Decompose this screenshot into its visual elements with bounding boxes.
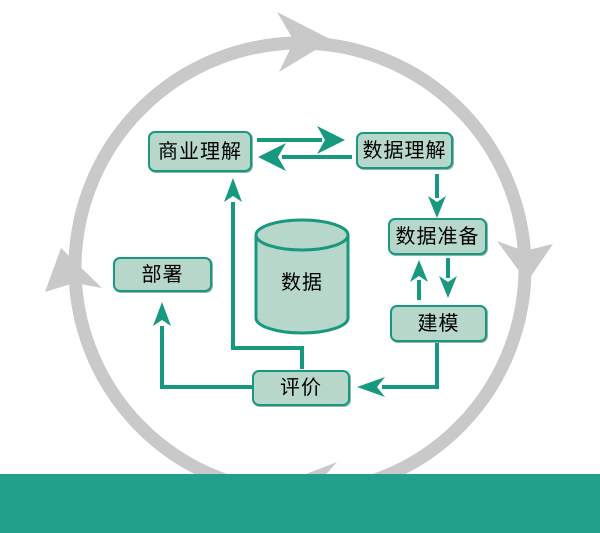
node-data-understanding: 数据理解 xyxy=(356,132,453,169)
node-deployment-label: 部署 xyxy=(141,263,184,286)
node-data-understanding-label: 数据理解 xyxy=(362,139,447,162)
arrowhead-down-icon xyxy=(428,196,446,218)
data-store-label: 数据 xyxy=(281,271,323,294)
data-cylinder: 数据 xyxy=(254,218,350,335)
node-deployment: 部署 xyxy=(113,257,212,292)
cycle-arrowhead-right-icon xyxy=(497,241,553,282)
arrowhead-up-icon xyxy=(153,302,171,326)
flow-arrowheads xyxy=(153,126,457,397)
arrow-eval-to-deploy xyxy=(160,326,252,389)
node-data-preparation: 数据准备 xyxy=(388,218,487,255)
node-evaluation: 评价 xyxy=(252,370,350,406)
flow-arrows xyxy=(160,138,450,389)
node-business-understanding-label: 商业理解 xyxy=(158,140,242,163)
cylinder-body xyxy=(254,235,350,335)
footer-bar xyxy=(0,474,600,533)
node-data-preparation-label: 数据准备 xyxy=(395,225,480,248)
cylinder-top xyxy=(254,218,350,252)
node-modeling: 建模 xyxy=(390,305,487,342)
arrowhead-left-icon xyxy=(357,377,385,397)
arrow-model-to-eval xyxy=(382,343,439,389)
arrowhead-up-icon xyxy=(224,178,242,202)
arrowhead-down-icon xyxy=(439,276,457,298)
node-modeling-label: 建模 xyxy=(417,312,460,335)
cycle-arrowhead-top-icon xyxy=(277,12,332,72)
cycle-arrowhead-left-icon xyxy=(45,248,102,292)
arrowhead-left-icon xyxy=(258,143,286,171)
arrowhead-up-icon xyxy=(410,260,428,282)
arrow-eval-to-business xyxy=(231,202,304,369)
arrowhead-right-icon xyxy=(317,126,345,154)
node-business-understanding: 商业理解 xyxy=(148,131,252,172)
node-evaluation-label: 评价 xyxy=(280,377,322,399)
